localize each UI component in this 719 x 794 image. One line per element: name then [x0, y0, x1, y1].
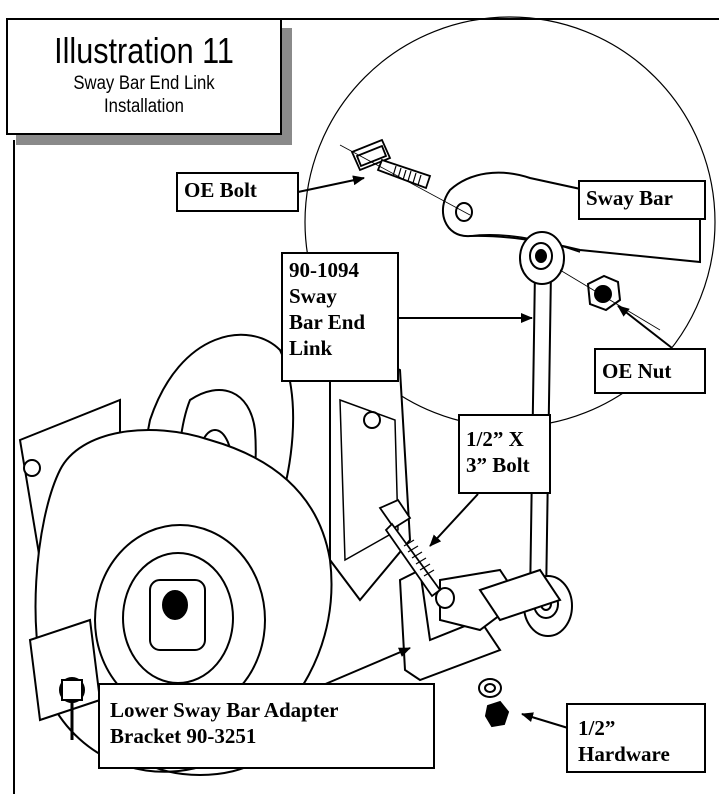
callout-adapter-bracket: Lower Sway Bar Adapter Bracket 90-3251 — [98, 683, 435, 769]
oe-nut-label: OE Nut — [602, 359, 672, 383]
oe-bolt-label: OE Bolt — [184, 178, 257, 202]
illustration-subtitle-line1: Sway Bar End Link — [73, 73, 215, 94]
end-link-label-line2: Sway — [289, 284, 337, 308]
bolt-label-line2: 3” Bolt — [466, 453, 530, 477]
illustration-subtitle-line2: Installation — [104, 96, 184, 117]
callout-oe-nut: OE Nut — [594, 348, 706, 394]
hardware-drawing — [478, 678, 510, 728]
end-link-label-line3: Bar End — [289, 310, 366, 334]
adapter-bracket-drawing — [398, 568, 562, 682]
oe-bolt-drawing — [339, 138, 471, 216]
end-link-label-line4: Link — [289, 336, 333, 360]
bracket-label-line2: Bracket 90-3251 — [110, 724, 257, 748]
oe-nut-arrow — [617, 305, 673, 349]
title-block: Illustration 11 Sway Bar End Link Instal… — [6, 18, 282, 135]
callout-oe-bolt: OE Bolt — [176, 172, 299, 212]
illustration-title: Illustration 11 — [54, 30, 234, 71]
oe-bolt-arrow — [297, 175, 365, 193]
bracket-label-line1: Lower Sway Bar Adapter — [110, 698, 339, 722]
hardware-label-line2: Hardware — [578, 742, 670, 766]
end-link-label-line1: 90-1094 — [289, 258, 359, 282]
callout-end-link: 90-1094 Sway Bar End Link — [281, 252, 399, 382]
callout-half-inch-bolt: 1/2” X 3” Bolt — [458, 414, 551, 494]
bracket-arrow — [315, 647, 411, 689]
hardware-label-line1: 1/2” — [578, 716, 616, 740]
bolt-arrow — [429, 493, 479, 547]
callout-sway-bar: Sway Bar — [578, 180, 706, 220]
hardware-arrow — [521, 712, 569, 729]
bolt-label-line1: 1/2” X — [466, 427, 524, 451]
sway-bar-label: Sway Bar — [586, 186, 673, 210]
callout-hardware: 1/2” Hardware — [566, 703, 706, 773]
half-inch-bolt-drawing — [378, 498, 442, 598]
oe-nut-drawing — [559, 269, 661, 331]
